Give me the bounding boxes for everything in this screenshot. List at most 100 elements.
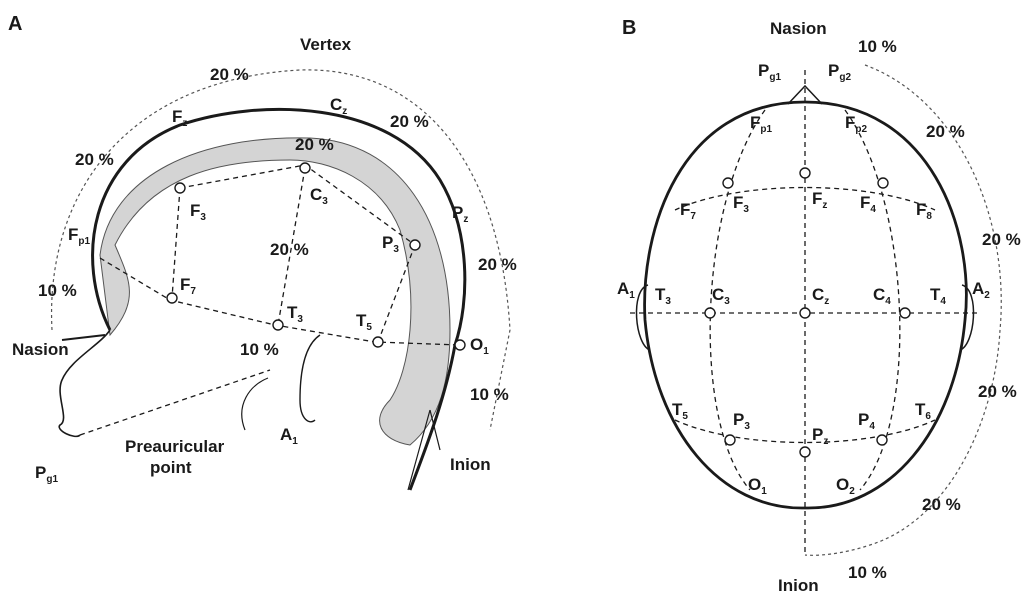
electrode-f3-a	[174, 182, 186, 194]
measure-arc-outer-a	[50, 69, 511, 431]
panel-a-letter: A	[8, 13, 22, 35]
percent-a-2: 20 %	[390, 112, 429, 131]
label-fp1-a: Fp1	[68, 225, 90, 247]
percent-a-5: 20 %	[270, 240, 309, 259]
head-outline-b	[643, 100, 968, 510]
label-fz-b: Fz	[812, 189, 827, 211]
label-f3-b: F3	[733, 193, 749, 215]
label-c4-b: C4	[873, 285, 891, 307]
electrode-t3-a	[272, 319, 284, 331]
label-p3-b: P3	[733, 410, 750, 432]
ear-right-b	[959, 284, 975, 351]
ear-left-b	[635, 284, 651, 351]
electrode-o1-a	[454, 339, 466, 351]
label-pz-a: Pz	[452, 203, 468, 225]
percent-b-6: 10 %	[848, 563, 887, 582]
label-o2-b: O2	[836, 475, 855, 497]
label-t3-b: T3	[655, 285, 671, 307]
label-pg1-b: Pg1	[758, 61, 781, 83]
label-p3-a: P3	[382, 233, 399, 255]
percent-a-1: 20 %	[210, 65, 249, 84]
grid-line-a1	[99, 257, 461, 346]
label-pz-b: Pz	[812, 425, 828, 447]
grid-b-right	[844, 109, 901, 491]
percent-b-5: 20 %	[922, 495, 961, 514]
inion-pointer	[429, 409, 441, 451]
panel-b-letter: B	[622, 17, 636, 39]
label-t3-a: T3	[287, 303, 303, 325]
electrode-c4-b	[899, 307, 911, 319]
preauricular-line	[79, 369, 271, 436]
nasion-label-b: Nasion	[770, 19, 827, 38]
electrode-f3-b	[722, 177, 734, 189]
percent-a-4: 20 %	[295, 135, 334, 154]
electrode-t5-a	[372, 336, 384, 348]
a1-label-a: A1	[280, 425, 298, 447]
inion-label-b: Inion	[778, 576, 819, 595]
panel-a: A Vertex Nasion I	[8, 13, 517, 491]
label-f8-b: F8	[916, 200, 932, 222]
grid-line-a3	[171, 187, 181, 299]
electrode-pz-b	[799, 446, 811, 458]
pg1-label-a: Pg1	[35, 463, 58, 485]
label-c3-b: C3	[712, 285, 730, 307]
label-cz-a: Cz	[330, 95, 347, 117]
electrode-c3-b	[704, 307, 716, 319]
label-o1-a: O1	[470, 335, 489, 357]
head-outline-a	[91, 107, 467, 491]
electrode-labels-b: Pg1 Pg2 Fp1 Fp2 F7 F3 Fz F4 F8 A1 T3 C3 …	[617, 61, 990, 497]
label-fz-a: Fz	[172, 107, 187, 129]
label-cz-b: Cz	[812, 285, 829, 307]
electrode-c3-a	[299, 162, 311, 174]
label-t5-b: T5	[672, 400, 688, 422]
electrode-f7-a	[166, 292, 178, 304]
panel-b: B Nasion Inion 10 % 20 % 20 %	[617, 17, 1021, 595]
label-p4-b: P4	[858, 410, 875, 432]
ear-outline	[299, 334, 321, 423]
inion-label-a: Inion	[450, 455, 491, 474]
electrode-cz-b	[799, 307, 811, 319]
label-pg2-b: Pg2	[828, 61, 851, 83]
measure-arc-outer-b	[804, 64, 1002, 556]
percent-a-6: 20 %	[478, 255, 517, 274]
skull-band	[99, 137, 451, 446]
electrode-p3-a	[409, 239, 421, 251]
percent-b-2: 20 %	[926, 122, 965, 141]
electrode-labels-a: Fz Cz Pz Fp1 F3 C3 P3 F7 T3 T5 O1	[68, 95, 489, 357]
percent-a-7: 10 %	[38, 281, 77, 300]
label-c3-a: C3	[310, 185, 328, 207]
label-a2-b: A2	[972, 279, 990, 301]
electrode-f4-b	[877, 177, 889, 189]
label-f3-a: F3	[190, 201, 206, 223]
percent-b-1: 10 %	[858, 37, 897, 56]
face-profile	[58, 329, 111, 438]
electrode-fz-b	[799, 167, 811, 179]
neck-line	[407, 409, 431, 491]
percent-b-3: 20 %	[982, 230, 1021, 249]
nasion-label-a: Nasion	[12, 340, 69, 359]
label-t6-b: T6	[915, 400, 931, 422]
label-f4-b: F4	[860, 193, 876, 215]
electrode-p4-b	[876, 434, 888, 446]
label-t4-b: T4	[930, 285, 946, 307]
electrode-p3-b	[724, 434, 736, 446]
label-o1-b: O1	[748, 475, 767, 497]
percent-a-3: 20 %	[75, 150, 114, 169]
label-t5-a: T5	[356, 311, 372, 333]
nose-b	[787, 84, 823, 105]
grid-b-f	[674, 186, 936, 211]
label-f7-a: F7	[180, 275, 196, 297]
vertex-label: Vertex	[300, 35, 352, 54]
percent-b-4: 20 %	[978, 382, 1017, 401]
nasion-arrow-a	[61, 334, 106, 341]
grid-b-p	[674, 419, 936, 444]
preauricular-label-1: Preauricular	[125, 437, 225, 456]
ear-pointer	[241, 377, 269, 431]
label-a1-b: A1	[617, 279, 635, 301]
percent-a-9: 10 %	[470, 385, 509, 404]
percent-a-8: 10 %	[240, 340, 279, 359]
preauricular-label-2: point	[150, 458, 192, 477]
label-fp1-b: Fp1	[750, 113, 772, 135]
label-f7-b: F7	[680, 200, 696, 222]
